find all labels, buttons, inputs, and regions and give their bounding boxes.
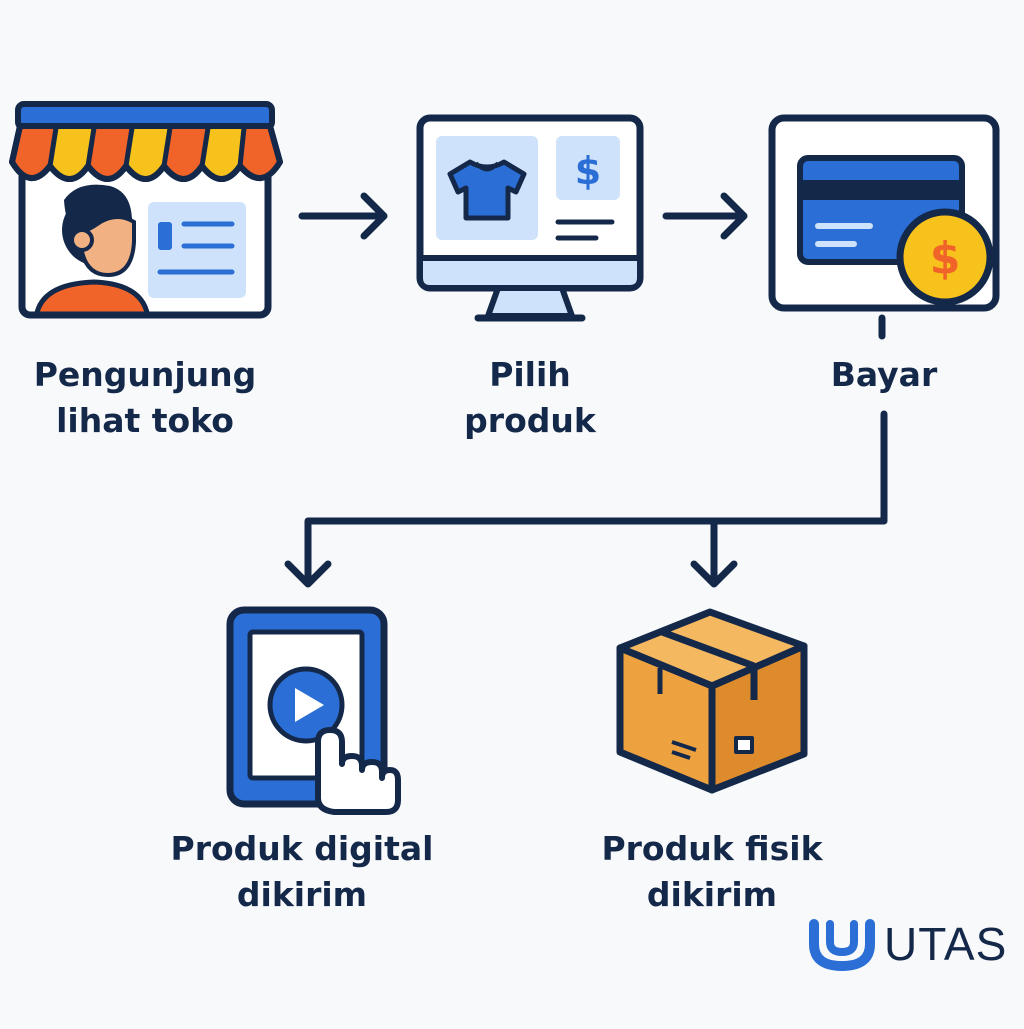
dollar-symbol: $ bbox=[930, 233, 961, 284]
step-label-line: lihat toko bbox=[56, 401, 234, 440]
tablet-play-icon bbox=[226, 606, 401, 815]
step-label-choose: Pilih produk bbox=[420, 352, 640, 444]
package-box-icon bbox=[616, 608, 808, 794]
monitor-product-icon: $ bbox=[416, 114, 644, 322]
brand-name: UTAS bbox=[884, 918, 1008, 970]
branch-connector bbox=[304, 314, 888, 586]
arrow-right-icon bbox=[662, 192, 748, 240]
utas-logo-icon bbox=[809, 919, 875, 972]
outcome-label-line: dikirim bbox=[236, 875, 368, 914]
arrow-down-icon bbox=[284, 560, 332, 588]
arrow-down-icon bbox=[690, 560, 738, 588]
step-label-visit: Pengunjung lihat toko bbox=[22, 352, 268, 444]
step-label-line: Bayar bbox=[830, 355, 938, 394]
dollar-symbol: $ bbox=[575, 149, 601, 193]
step-label-pay: Bayar bbox=[782, 352, 986, 398]
storefront-icon bbox=[9, 101, 283, 319]
outcome-label-line: dikirim bbox=[646, 875, 778, 914]
outcome-label-digital: Produk digital dikirim bbox=[152, 826, 452, 918]
step-label-line: Pilih bbox=[489, 355, 571, 394]
step-label-line: produk bbox=[464, 401, 596, 440]
credit-card-coin-icon: $ bbox=[768, 114, 1000, 312]
outcome-label-line: Produk fisik bbox=[601, 829, 823, 868]
outcome-label-physical: Produk fisik dikirim bbox=[582, 826, 842, 918]
step-label-line: Pengunjung bbox=[33, 355, 257, 394]
arrow-right-icon bbox=[298, 192, 388, 240]
outcome-label-line: Produk digital bbox=[170, 829, 434, 868]
